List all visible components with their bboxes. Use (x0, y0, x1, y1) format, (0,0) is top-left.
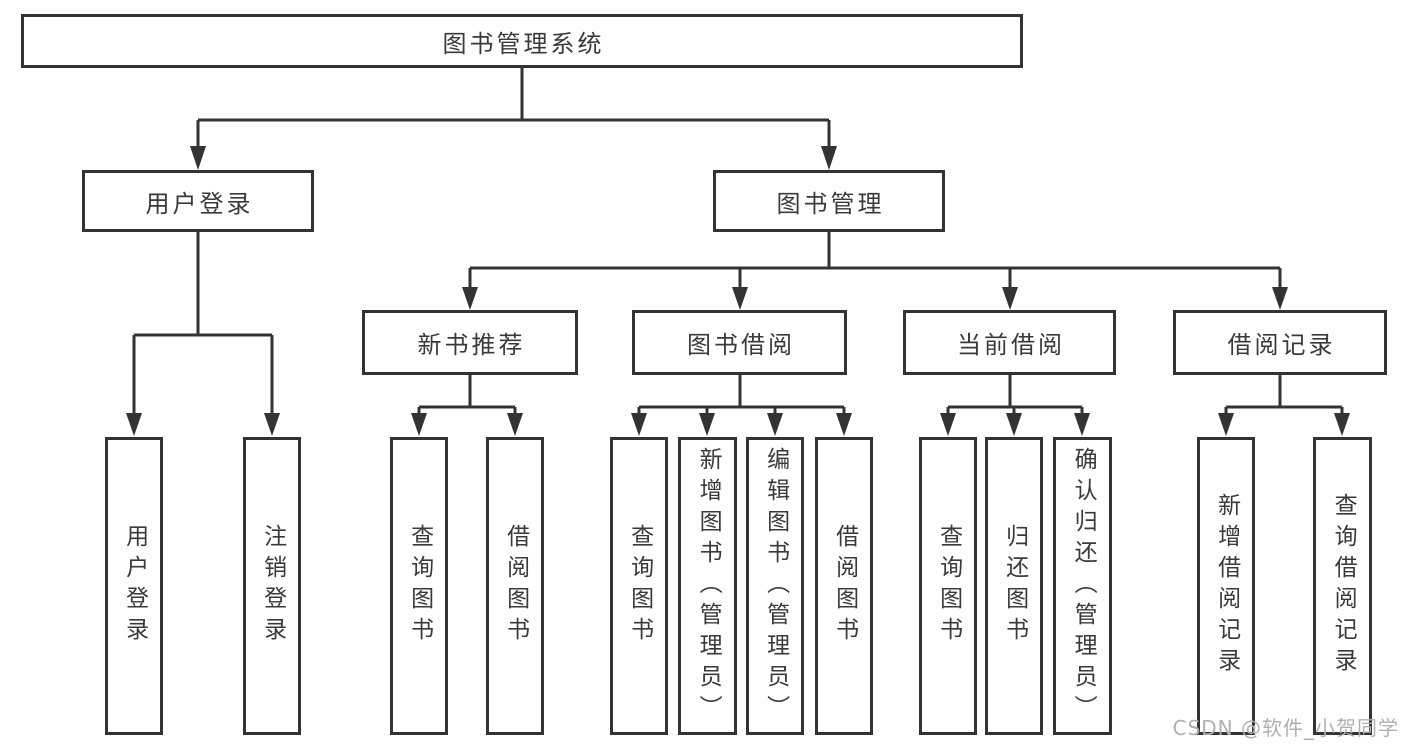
node-label: 用户登录 (145, 189, 254, 218)
node-label: 新书推荐 (417, 331, 526, 359)
leaf-borrow-books: 借阅图书 (815, 437, 873, 735)
node-borrow-records: 借阅记录 (1173, 310, 1387, 375)
node-label: 查询图书 (406, 524, 433, 648)
node-new-book-recommend: 新书推荐 (362, 310, 578, 375)
connector-segments (132, 68, 1344, 416)
node-label: 图书管理系统 (442, 29, 605, 58)
node-label: 图书管理 (776, 189, 885, 218)
node-label: 借阅图书 (502, 524, 529, 648)
leaf-add-borrow-record: 新增借阅记录 (1197, 437, 1255, 735)
node-label: 当前借阅 (957, 331, 1065, 359)
node-book-management: 图书管理 (713, 170, 945, 232)
node-label: 借阅记录 (1227, 331, 1336, 359)
node-label: 用户登录 (121, 524, 148, 648)
node-book-borrow: 图书借阅 (632, 310, 847, 375)
leaf-query-books-recommend: 查询图书 (390, 437, 448, 735)
watermark: CSDN @软件_小贺同学 (1172, 716, 1399, 740)
leaf-user-login: 用户登录 (105, 437, 163, 735)
node-label: 图书借阅 (687, 331, 795, 359)
node-label: 新增图书（管理员） (695, 446, 722, 726)
node-label: 编辑图书（管理员） (762, 446, 789, 726)
leaf-logout: 注销登录 (243, 437, 301, 735)
node-label: 新增借阅记录 (1213, 493, 1240, 679)
leaf-edit-book-admin: 编辑图书（管理员） (746, 437, 804, 735)
node-label: 查询图书 (626, 524, 653, 648)
leaf-borrow-books-recommend: 借阅图书 (486, 437, 544, 735)
node-label: 确认归还（管理员） (1070, 446, 1097, 726)
node-label: 注销登录 (259, 524, 286, 648)
node-label: 查询图书 (935, 524, 962, 648)
node-label: 借阅图书 (831, 524, 858, 648)
node-user-login: 用户登录 (82, 170, 314, 232)
leaf-query-borrow-record: 查询借阅记录 (1313, 437, 1372, 735)
leaf-query-books-current: 查询图书 (919, 437, 977, 735)
leaf-add-book-admin: 新增图书（管理员） (678, 437, 737, 735)
leaf-query-books-borrow: 查询图书 (610, 437, 668, 735)
node-label: 查询借阅记录 (1330, 493, 1357, 679)
leaf-return-book: 归还图书 (985, 437, 1043, 735)
leaf-confirm-return-admin: 确认归还（管理员） (1053, 437, 1112, 735)
arrowhead-icons (126, 146, 1350, 436)
node-label: 归还图书 (1001, 524, 1028, 648)
node-root: 图书管理系统 (21, 14, 1023, 68)
node-current-borrow: 当前借阅 (903, 310, 1116, 375)
